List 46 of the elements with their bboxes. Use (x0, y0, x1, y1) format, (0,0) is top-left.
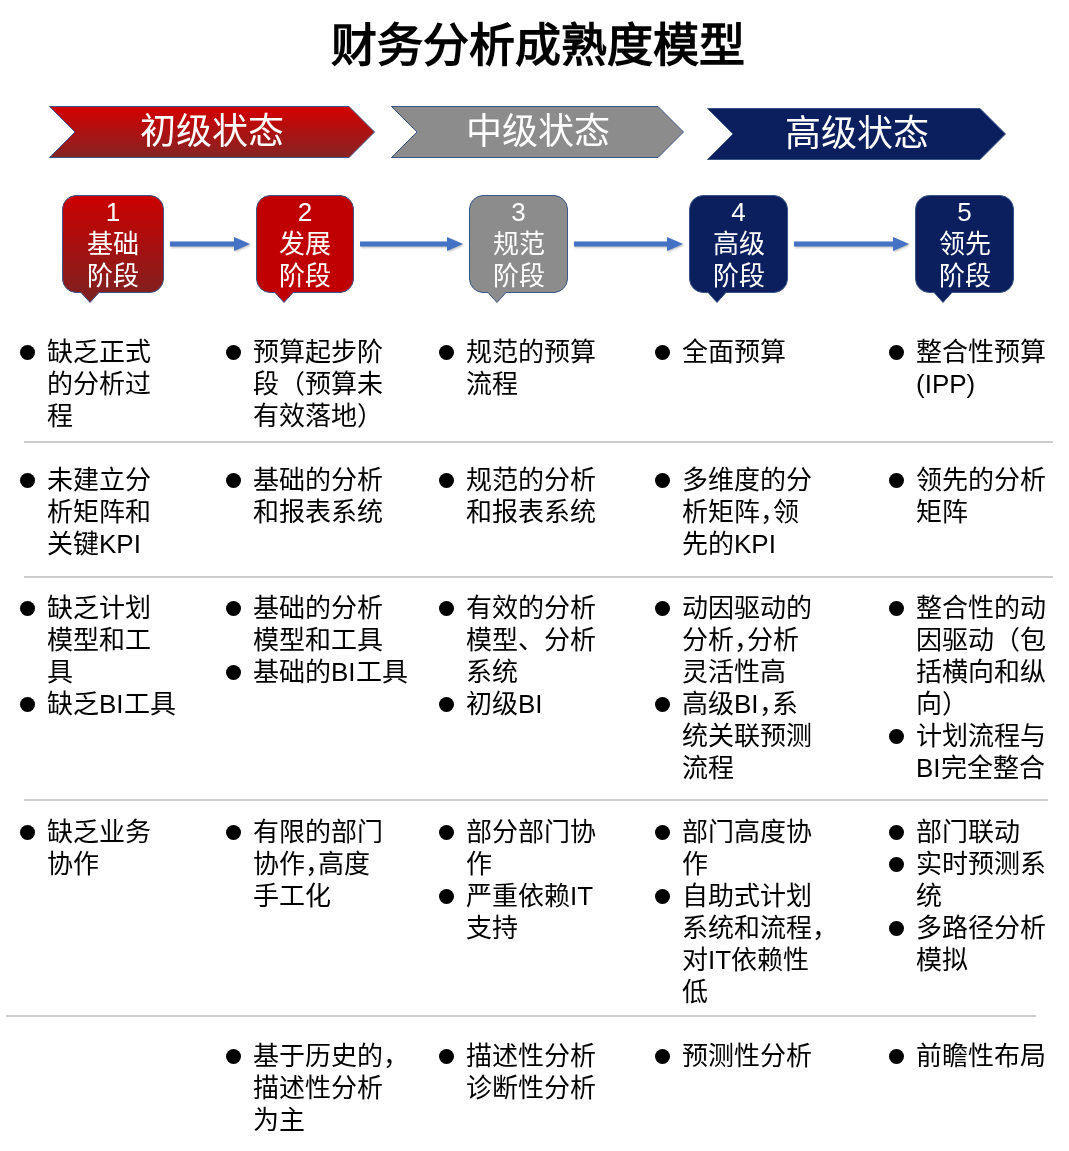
bullet-text: 描述性分析诊断性分析 (466, 1040, 597, 1104)
bullet-text: 多路径分析模拟 (916, 912, 1047, 976)
bullet-text: 动因驱动的分析，分析灵活性高 (682, 592, 813, 688)
stage-badge: 2 发展阶段 (256, 195, 354, 303)
stage-badge: 5 领先阶段 (915, 195, 1014, 303)
bullet-text: 初级BI (466, 688, 544, 720)
bullet-text: 有限的部门协作，高度手工化 (253, 816, 384, 912)
bullet-text: 基础的BI工具 (253, 656, 409, 688)
arrow (574, 237, 683, 251)
bullet-text: 前瞻性布局 (916, 1040, 1047, 1072)
chevron-banner: 中级状态 (391, 106, 684, 158)
bullet-text: 有效的分析模型、分析系统 (466, 592, 597, 688)
bullet-text: 整合性的动因驱动（包括横向和纵向） (916, 592, 1047, 720)
arrow (170, 237, 250, 251)
bullet-text: 严重依赖IT支持 (466, 880, 595, 944)
bullet-text: 规范的预算流程 (466, 336, 597, 400)
bullet-text: 部分部门协作 (466, 816, 597, 880)
bullet-text: 高级BI，系统关联预测流程 (682, 688, 813, 784)
bullet-text: 基础的分析和报表系统 (253, 464, 384, 528)
chevron-banner: 初级状态 (49, 106, 375, 158)
bullet-text: 基础的分析模型和工具 (253, 592, 384, 656)
arrow (794, 237, 909, 251)
bullet-text: 预算起步阶段（预算未有效落地） (253, 336, 384, 432)
bullet-text: 多维度的分析矩阵，领先的KPI (682, 464, 813, 560)
stage-badge: 4 高级阶段 (689, 195, 788, 303)
bullet-text: 计划流程与BI完全整合 (916, 720, 1047, 784)
bullet-text: 实时预测系统 (916, 848, 1047, 912)
bullet-text: 缺乏业务协作 (47, 816, 152, 880)
bullet-text: 部门高度协作 (682, 816, 813, 880)
bullet-text: 预测性分析 (682, 1040, 813, 1072)
bullet-text: 领先的分析矩阵 (916, 464, 1047, 528)
bullet-text: 整合性预算(IPP) (916, 336, 1047, 400)
bullet-text: 规范的分析和报表系统 (466, 464, 597, 528)
chevron-banner: 高级状态 (707, 108, 1006, 160)
bullet-text: 基于历史的，描述性分析为主 (253, 1040, 397, 1136)
arrow (360, 237, 463, 251)
bullet-text: 全面预算 (682, 336, 787, 368)
stage-badge: 3 规范阶段 (469, 195, 568, 303)
bullet-text: 部门联动 (916, 816, 1021, 848)
title: 财务分析成熟度模型 (331, 18, 745, 72)
bullet-text: 缺乏BI工具 (47, 688, 177, 720)
bullet-text: 自助式计划系统和流程，对IT依赖性低 (682, 880, 826, 1008)
bullet-text: 缺乏计划模型和工具 (47, 592, 152, 688)
bullet-text: 缺乏正式的分析过程 (47, 336, 152, 432)
bullet-text: 未建立分析矩阵和关键KPI (47, 464, 152, 560)
stage-badge: 1 基础阶段 (62, 195, 164, 303)
